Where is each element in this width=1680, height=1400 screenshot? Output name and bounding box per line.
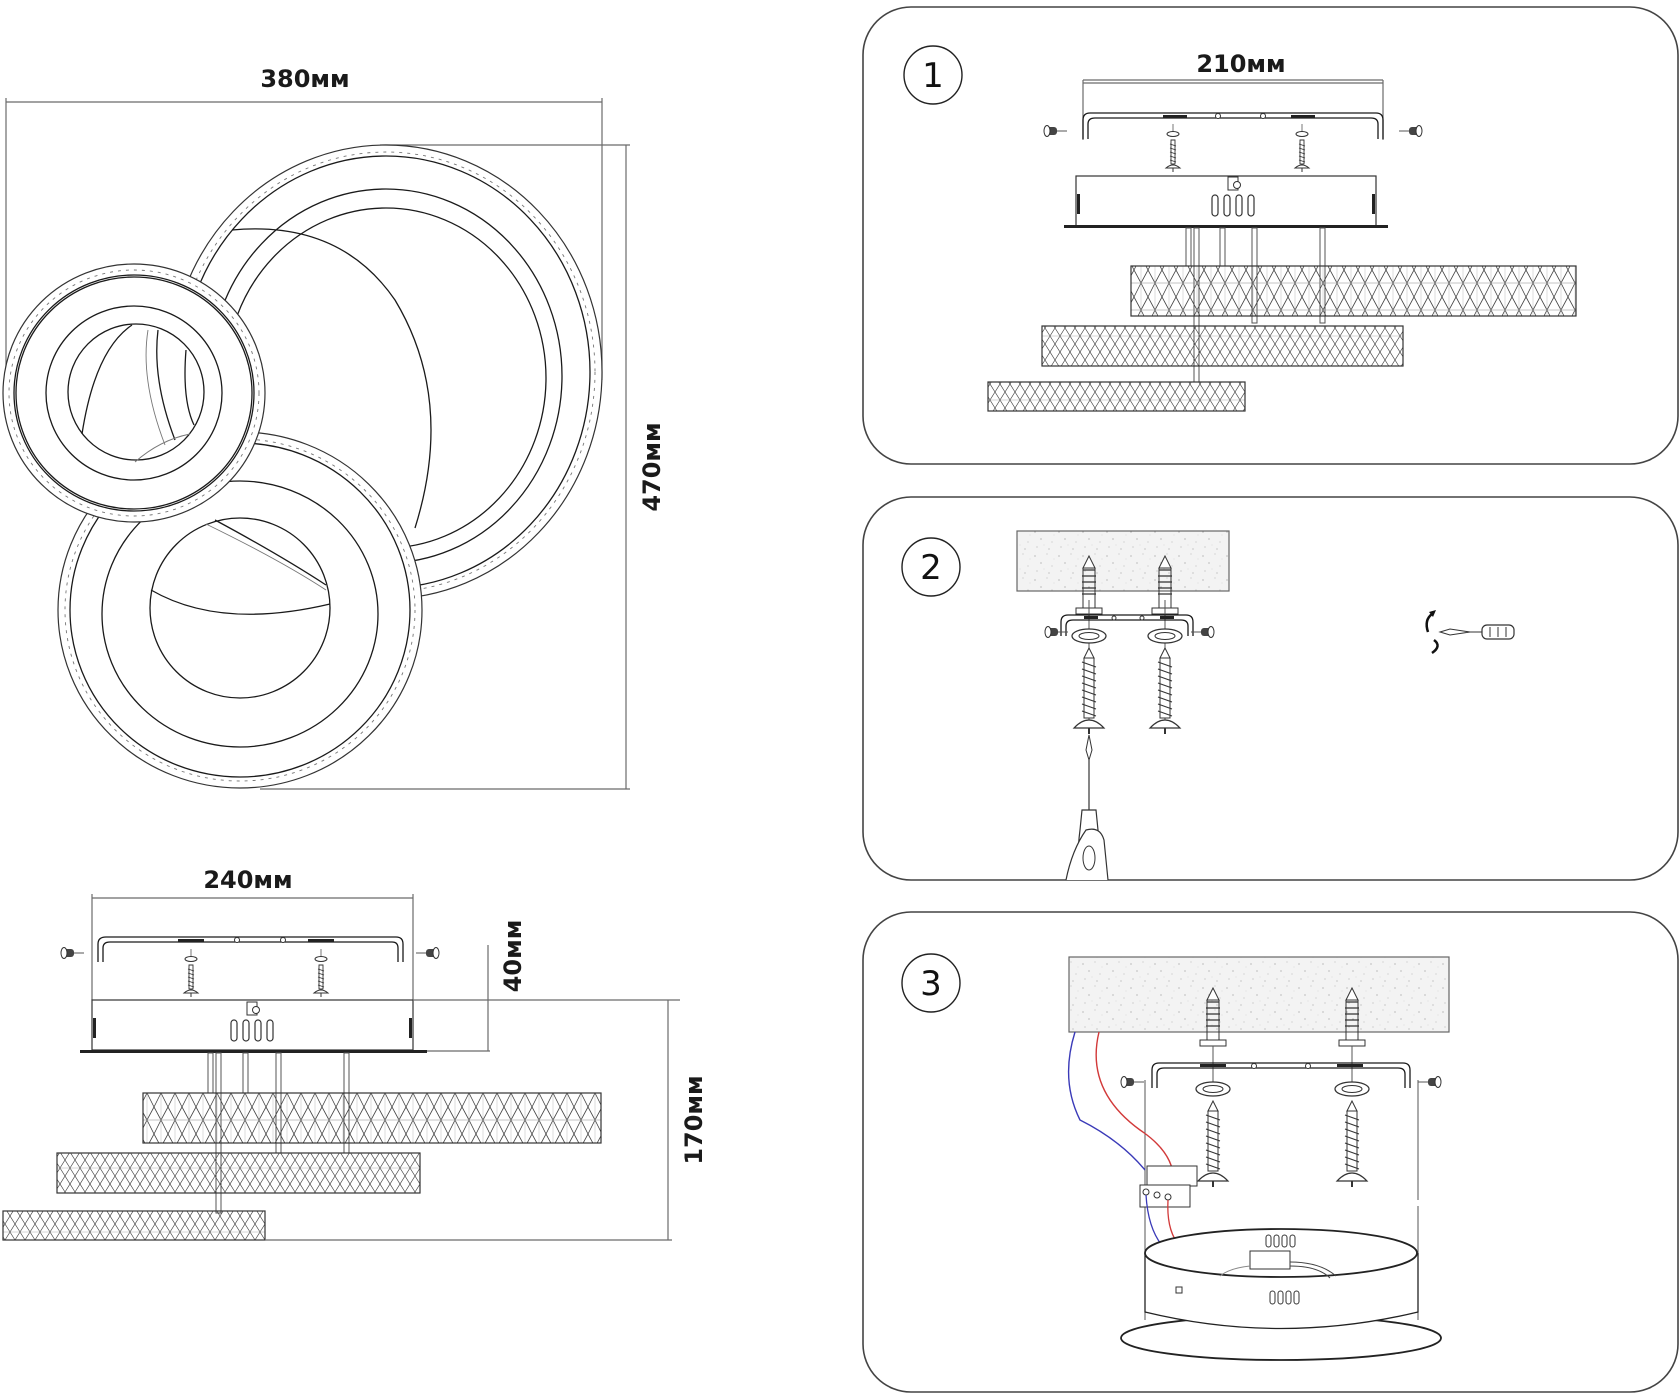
mounting-bracket <box>97 936 404 962</box>
rotate-arrow-icon <box>1425 610 1439 655</box>
step-2-number: 2 <box>920 548 942 588</box>
bracket-width-label: 240мм <box>203 866 292 894</box>
top-view-drawing: 380мм 470мм <box>2 65 666 790</box>
crystal-ring-small <box>2 1210 266 1241</box>
ceiling-block <box>1068 956 1450 1033</box>
step-1-bracket <box>1082 112 1384 139</box>
step-1-crystal-ring-medium <box>1041 325 1404 367</box>
side-view-drawing: 240мм 40мм <box>2 866 708 1241</box>
wood-screw-icon <box>183 948 199 998</box>
step-3-badge <box>901 953 961 1013</box>
neutral-wire <box>1067 1031 1146 1171</box>
box-height-label: 40мм <box>499 920 527 993</box>
canopy-cylinder <box>1120 1228 1442 1361</box>
crystal-ring-medium <box>56 1152 421 1194</box>
washer-icon <box>1071 628 1107 644</box>
height-label: 470мм <box>638 422 666 511</box>
width-label: 380мм <box>260 65 349 93</box>
step-1-crystal-ring-small <box>987 381 1246 412</box>
screwdriver-icon <box>1438 624 1515 640</box>
step-2-badge <box>901 537 961 597</box>
step-panel-1: 1 210мм <box>862 6 1679 465</box>
step-panel-3: 3 <box>862 911 1679 1393</box>
total-height-label: 170мм <box>680 1075 708 1164</box>
side-screw-icon <box>415 947 440 959</box>
step-3-number: 3 <box>920 964 942 1004</box>
step-2-frame <box>862 496 1679 881</box>
washer-icon <box>1195 1081 1231 1097</box>
small-ring <box>2 263 266 523</box>
step-panel-2: 2 <box>862 496 1679 881</box>
terminal-block-icon <box>1139 1165 1198 1208</box>
step-3-frame <box>862 911 1679 1393</box>
step-1-dimension-label: 210мм <box>1196 50 1285 78</box>
step-1-number: 1 <box>922 56 944 96</box>
washer-icon <box>1147 628 1183 644</box>
wood-screw-icon <box>313 948 329 998</box>
washer-icon <box>1334 1081 1370 1097</box>
crystal-ring-large <box>142 1092 602 1144</box>
step-1-crystal-ring-large <box>1130 265 1577 317</box>
step-3-bracket <box>1151 1062 1411 1088</box>
ceiling-block <box>1016 530 1230 592</box>
hand-with-screwdriver-icon <box>1065 734 1109 881</box>
side-screw-icon <box>60 947 85 959</box>
step-2-bracket <box>1065 619 1189 636</box>
step-1-badge <box>903 45 963 105</box>
